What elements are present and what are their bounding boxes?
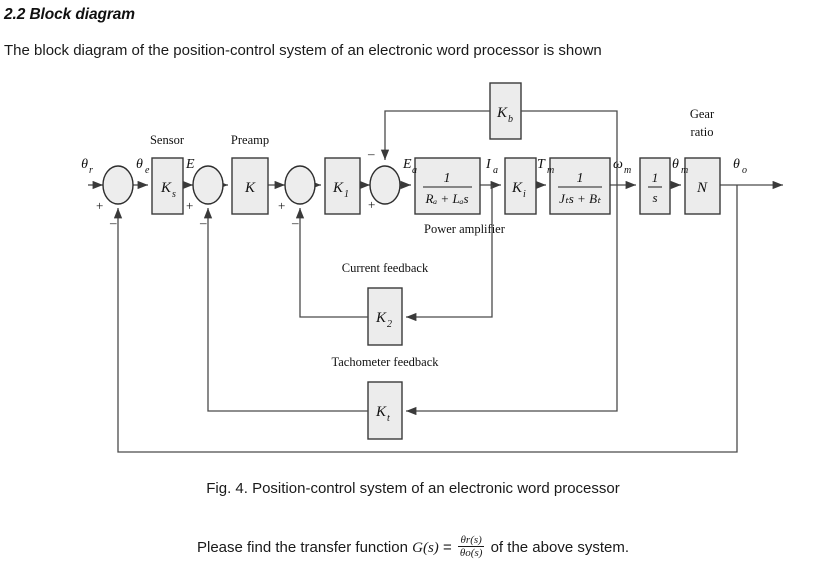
label-theta-r: θ r [81, 157, 93, 176]
question-text: Please find the transfer function G(s) =… [0, 534, 826, 561]
block-integrator: 1 s [639, 157, 671, 215]
question-lead: Please find the transfer function [196, 538, 408, 556]
block-sensor-sub: s [172, 189, 176, 200]
summing-junction-4: + – [367, 146, 401, 212]
caption-sensor: Sensor [150, 133, 185, 147]
junction1-minus: – [109, 215, 117, 230]
svg-text:a: a [412, 165, 417, 176]
block-kt-label: K [375, 404, 387, 420]
svg-text:r: r [89, 165, 93, 176]
svg-text:m: m [681, 165, 688, 176]
svg-text:ω: ω [613, 157, 623, 172]
caption-power-amplifier: Power amplifier [424, 222, 506, 236]
junction3-minus: – [291, 215, 299, 230]
block-kt: K t [367, 381, 403, 440]
block-k2-label: K [375, 310, 387, 326]
question-G: G(s) [412, 539, 439, 556]
junction2-minus: – [199, 215, 207, 230]
block-preamp: K [231, 157, 269, 215]
label-theta-e: θ e [136, 157, 150, 176]
svg-text:I: I [485, 157, 492, 172]
svg-text:a: a [493, 165, 498, 176]
block-preamp-label: K [244, 180, 256, 196]
caption-tachometer-feedback: Tachometer feedback [331, 355, 439, 369]
fraction-denominator: θo(s) [459, 547, 483, 560]
question-tail: of the above system. [490, 538, 629, 556]
power-amp-denominator: Rₐ + Lₐs [424, 191, 468, 206]
block-kb-label: K [496, 105, 508, 121]
caption-gear-ratio-line1: Gear [690, 107, 715, 121]
block-sensor-label: K [160, 180, 172, 196]
label-Ea: E a [402, 157, 417, 176]
svg-text:e: e [145, 165, 150, 176]
block-ki-sub: i [523, 189, 526, 200]
label-omega-m: ω m [613, 157, 631, 176]
block-kb: K b [489, 82, 522, 140]
block-k1-label: K [332, 180, 344, 196]
caption-preamp: Preamp [231, 133, 269, 147]
junction2-plus: + [186, 198, 193, 213]
block-k2: K 2 [367, 287, 403, 346]
block-kt-sub: t [387, 413, 390, 424]
block-gear-ratio: N [684, 157, 721, 215]
question-fraction: θr(s) θo(s) [457, 534, 485, 560]
caption-gear-ratio-line2: ratio [691, 125, 714, 139]
integrator-denominator: s [652, 190, 657, 205]
junction3-plus: + [278, 198, 285, 213]
block-power-amplifier: 1 Rₐ + Lₐs [414, 157, 481, 215]
summing-junction-1: + – [96, 165, 134, 230]
summing-junction-3: + – [278, 165, 316, 230]
block-gear-label: N [696, 180, 708, 196]
question-equals: = [442, 538, 452, 556]
feedback-wires [113, 110, 738, 453]
section-title: 2.2 Block diagram [4, 6, 135, 23]
svg-text:θ: θ [733, 157, 740, 172]
svg-text:E: E [402, 157, 412, 172]
intro-paragraph: The block diagram of the position-contro… [4, 42, 602, 59]
label-theta-o: θ o [733, 157, 747, 176]
svg-text:θ: θ [81, 157, 88, 172]
label-Tm: T m [537, 157, 554, 176]
svg-text:m: m [624, 165, 631, 176]
junction1-plus: + [96, 198, 103, 213]
label-error-E: E [185, 157, 195, 172]
power-amp-numerator: 1 [444, 171, 451, 186]
label-theta-m: θ m [672, 157, 688, 176]
summing-junction-2: + – [186, 165, 224, 230]
block-sensor: K s [151, 157, 184, 215]
integrator-numerator: 1 [652, 170, 659, 185]
inertia-numerator: 1 [577, 171, 584, 186]
block-inertia: 1 Jₜs + Bₜ [549, 157, 611, 215]
inertia-denominator: Jₜs + Bₜ [559, 191, 602, 206]
block-ki-label: K [511, 180, 523, 196]
svg-text:θ: θ [136, 157, 143, 172]
junction4-plus: + [368, 197, 375, 212]
fraction-numerator: θr(s) [457, 534, 485, 548]
block-kb-sub: b [508, 114, 513, 125]
block-k1: K 1 [324, 157, 361, 215]
caption-current-feedback: Current feedback [342, 261, 429, 275]
block-diagram-figure: K s Sensor K Preamp K 1 1 Rₐ + Lₐs Power… [0, 70, 826, 470]
figure-caption: Fig. 4. Position-control system of an el… [206, 480, 620, 497]
signal-labels: θ r θ e E E a I a T m ω m θ m θ o [81, 157, 747, 176]
block-k2-sub: 2 [387, 319, 392, 330]
svg-text:o: o [742, 165, 747, 176]
label-Ia: I a [485, 157, 498, 176]
junction4-minus: – [367, 146, 375, 161]
svg-text:θ: θ [672, 157, 679, 172]
svg-text:T: T [537, 157, 546, 172]
svg-text:m: m [547, 165, 554, 176]
block-k1-sub: 1 [344, 189, 349, 200]
block-ki: K i [504, 157, 537, 215]
